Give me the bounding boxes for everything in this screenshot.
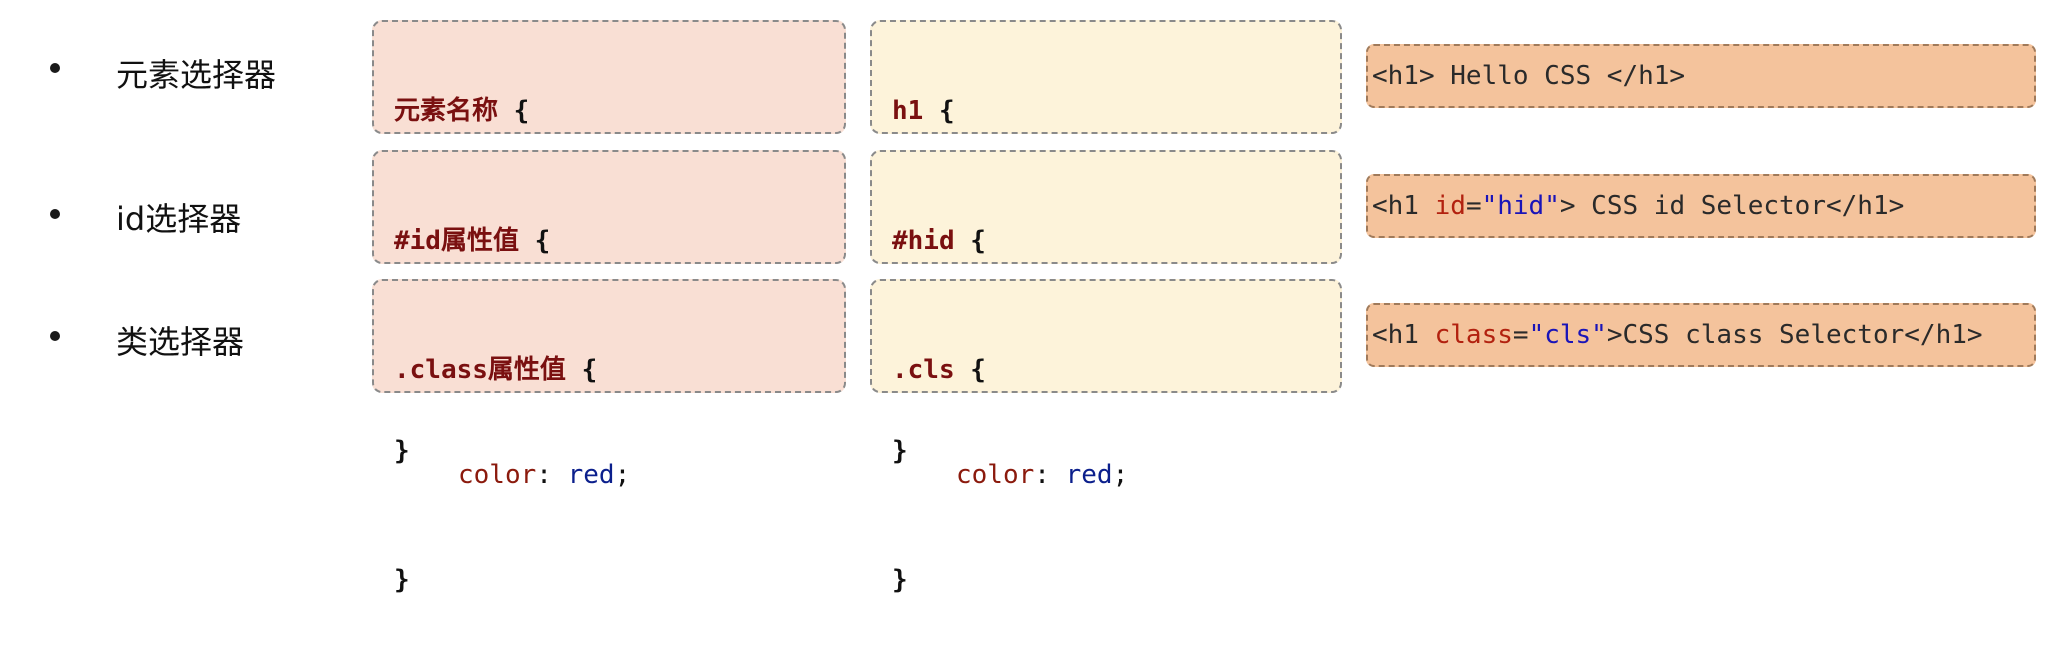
open-brace: { bbox=[513, 96, 530, 126]
syntax-code-box: 元素名称 { color: red; } bbox=[372, 20, 846, 336]
colon: : bbox=[536, 460, 552, 490]
selector-row-id: id选择器 #id属性值 { color: red; } #hid { colo… bbox=[0, 146, 2048, 466]
html-equals: = bbox=[1465, 191, 1482, 221]
open-brace: { bbox=[534, 226, 551, 256]
html-equals: = bbox=[1512, 320, 1529, 350]
selector-type-label: 元素选择器 bbox=[116, 56, 277, 94]
css-value: red bbox=[1065, 460, 1113, 490]
example-selector: .cls bbox=[892, 355, 955, 385]
html-tag-open: <h1 bbox=[1372, 320, 1435, 350]
html-snippet-box: <h1 class="cls">CSS class Selector</h1> bbox=[1366, 303, 2036, 367]
example-code-box: h1 { color: red; } bbox=[870, 20, 1342, 336]
syntax-code-box: #id属性值 { color: red; } bbox=[372, 150, 846, 466]
example-selector: h1 bbox=[892, 96, 924, 126]
html-attribute: id bbox=[1434, 191, 1466, 221]
colon: : bbox=[1034, 460, 1050, 490]
selector-row-class: 类选择器 .class属性值 { color: red; } .cls { co… bbox=[0, 275, 2048, 595]
syntax-code-box: .class属性值 { color: red; } bbox=[372, 279, 846, 595]
semicolon: ; bbox=[1112, 460, 1129, 490]
open-brace: { bbox=[970, 226, 986, 256]
html-attribute: class bbox=[1434, 320, 1513, 350]
bullet-icon bbox=[50, 331, 60, 341]
css-property: color bbox=[956, 460, 1035, 490]
close-brace: } bbox=[892, 565, 908, 595]
html-attribute-value: "cls" bbox=[1528, 320, 1607, 350]
syntax-selector: .class属性值 bbox=[394, 355, 566, 385]
example-selector: #hid bbox=[892, 226, 955, 256]
close-brace: } bbox=[394, 565, 410, 595]
html-tag-rest: >CSS class Selector</h1> bbox=[1606, 320, 1983, 350]
bullet-icon bbox=[50, 63, 60, 73]
open-brace: { bbox=[581, 355, 598, 385]
syntax-selector: #id属性值 bbox=[394, 226, 519, 256]
open-brace: { bbox=[970, 355, 986, 385]
html-snippet-box: <h1> Hello CSS </h1> bbox=[1366, 44, 2036, 108]
css-value: red bbox=[567, 460, 615, 490]
selector-type-label: 类选择器 bbox=[116, 323, 245, 361]
selector-type-label: id选择器 bbox=[116, 200, 242, 238]
example-code-box: #hid { color: red; } bbox=[870, 150, 1342, 466]
html-tag-open: <h1 bbox=[1372, 191, 1435, 221]
bullet-icon bbox=[50, 209, 60, 219]
css-property: color bbox=[458, 460, 537, 490]
selector-row-element: 元素选择器 元素名称 { color: red; } h1 { color: r… bbox=[0, 16, 2048, 336]
html-tag-rest: > CSS id Selector</h1> bbox=[1559, 191, 1905, 221]
html-snippet: <h1> Hello CSS </h1> bbox=[1372, 61, 1686, 91]
html-snippet-box: <h1 id="hid"> CSS id Selector</h1> bbox=[1366, 174, 2036, 238]
semicolon: ; bbox=[614, 460, 631, 490]
open-brace: { bbox=[938, 96, 955, 126]
syntax-selector: 元素名称 bbox=[394, 96, 499, 126]
html-attribute-value: "hid" bbox=[1481, 191, 1560, 221]
example-code-box: .cls { color: red; } bbox=[870, 279, 1342, 595]
